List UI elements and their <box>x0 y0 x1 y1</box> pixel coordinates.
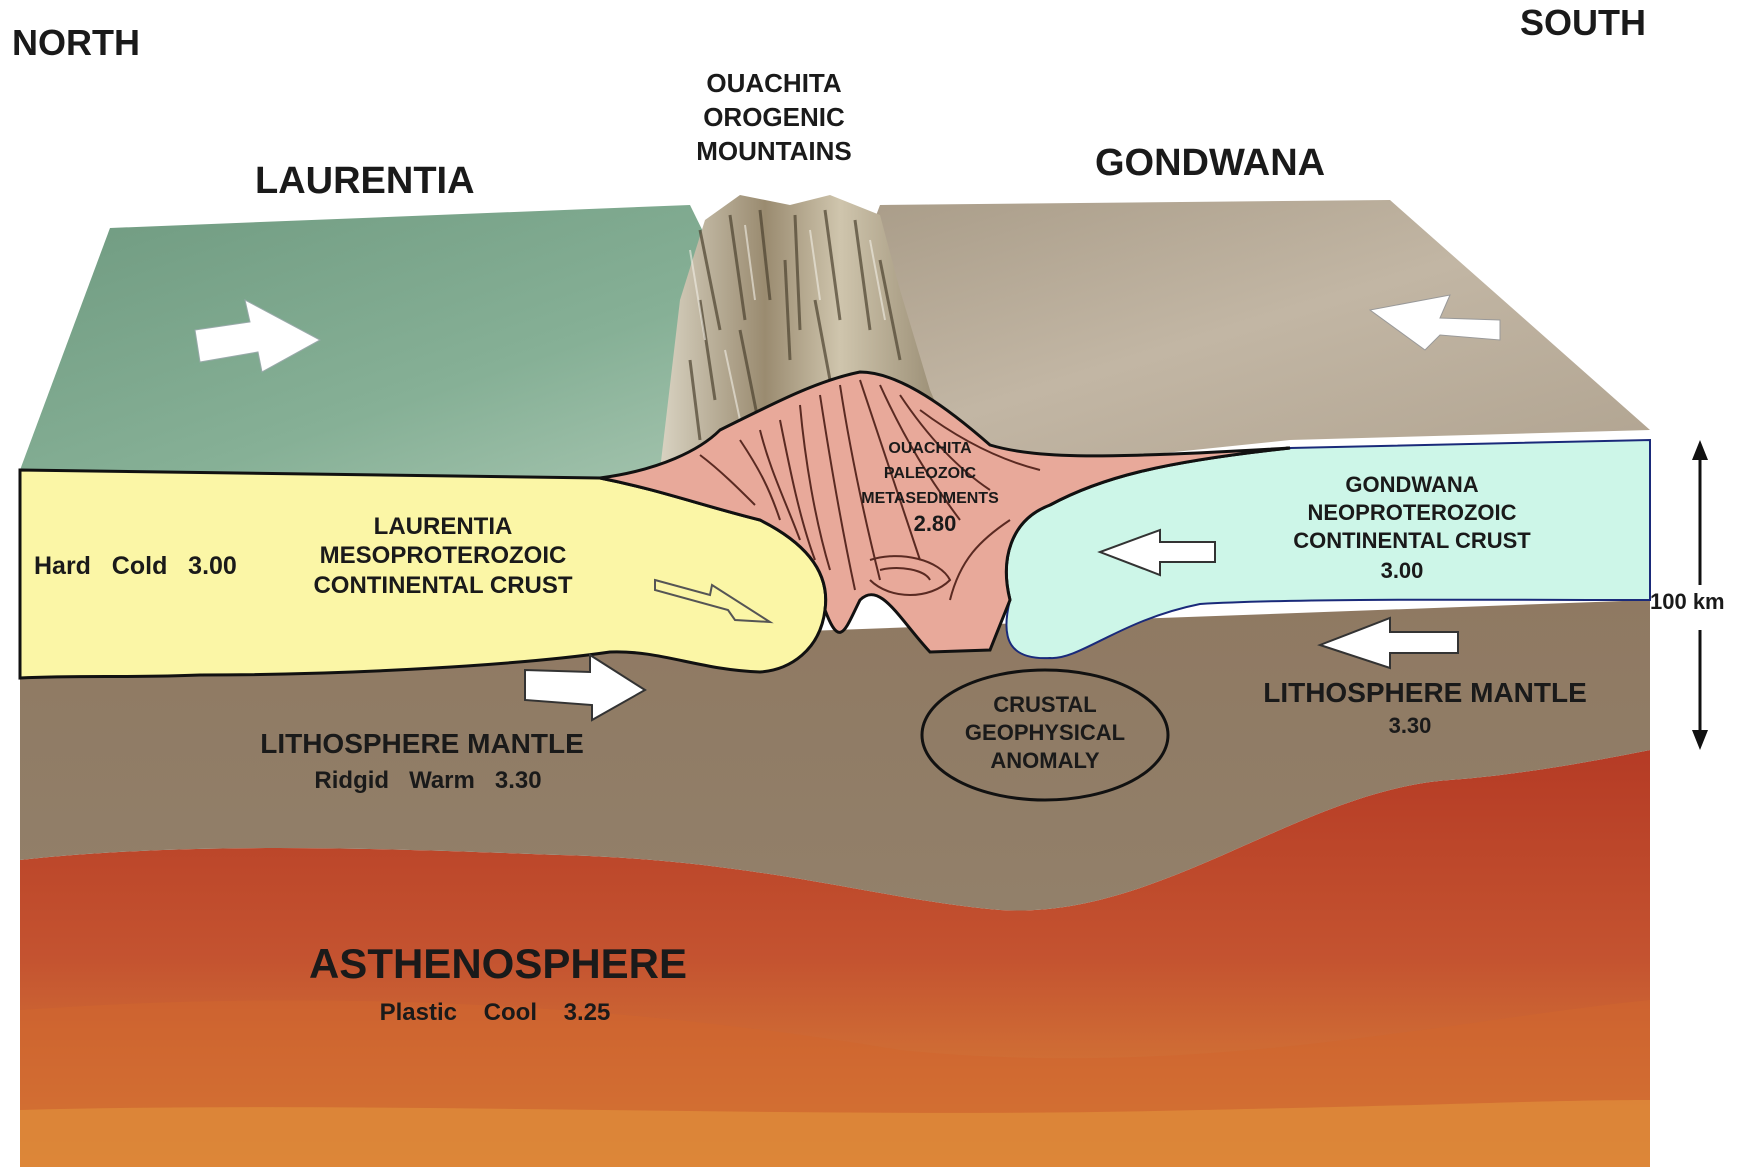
laurentia-surface-label: LAURENTIA <box>255 160 475 202</box>
metasediments-line2: PALEOZOIC <box>884 465 977 482</box>
mountains-label-line3: MOUNTAINS <box>696 136 852 166</box>
gondwana-crust-line1: GONDWANA <box>1345 472 1478 497</box>
metasediments-density: 2.80 <box>914 511 957 536</box>
mountains-label-line2: OROGENIC <box>703 102 845 132</box>
south-label: SOUTH <box>1520 2 1646 43</box>
laurentia-crust-line3: CONTINENTAL CRUST <box>313 572 572 599</box>
anomaly-line1: CRUSTAL <box>993 692 1096 717</box>
anomaly-line2: GEOPHYSICAL <box>965 720 1125 745</box>
mantle-right-title: LITHOSPHERE MANTLE <box>1263 677 1587 708</box>
laurentia-crust-line2: MESOPROTEROZOIC <box>320 542 567 569</box>
metasediments-line1: OUACHITA <box>888 440 972 457</box>
mountains-label-line1: OUACHITA <box>706 68 842 98</box>
laurentia-crust-line1: LAURENTIA <box>374 513 513 540</box>
gondwana-crust-density: 3.00 <box>1381 558 1424 583</box>
gondwana-crust-line2: NEOPROTEROZOIC <box>1307 500 1516 525</box>
metasediments-line3: METASEDIMENTS <box>861 490 999 507</box>
north-label: NORTH <box>12 22 140 63</box>
gondwana-crust-line3: CONTINENTAL CRUST <box>1293 528 1531 553</box>
anomaly-line3: ANOMALY <box>990 748 1100 773</box>
mantle-right-density: 3.30 <box>1389 713 1432 738</box>
asthenosphere-properties: Plastic Cool 3.25 <box>380 999 611 1026</box>
scale-label: 100 km <box>1650 589 1725 614</box>
gondwana-surface-label: GONDWANA <box>1095 142 1325 184</box>
mantle-left-properties: Ridgid Warm 3.30 <box>314 767 541 794</box>
asthenosphere-title: ASTHENOSPHERE <box>309 940 687 987</box>
mantle-left-title: LITHOSPHERE MANTLE <box>260 728 584 759</box>
laurentia-crust-properties: Hard Cold 3.00 <box>34 552 237 580</box>
